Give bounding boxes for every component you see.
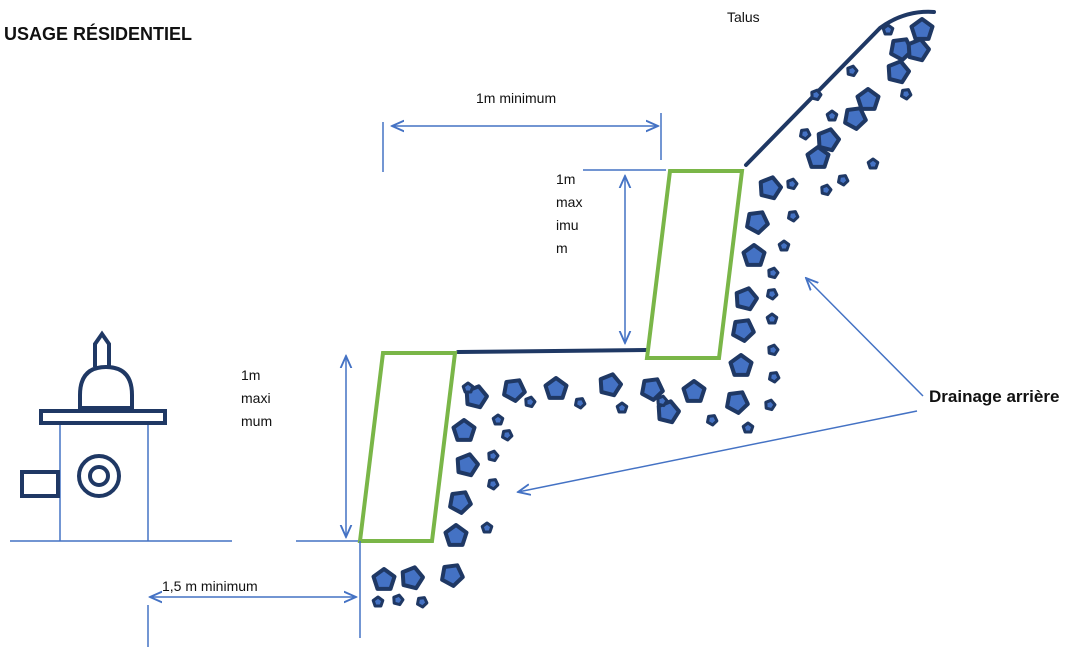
- stone-icon: [825, 109, 839, 122]
- height-lower-label: 1m maxi mum: [241, 367, 272, 429]
- stone-icon: [725, 390, 750, 415]
- stone-icon: [766, 288, 779, 301]
- height-upper-line-1: 1m: [556, 171, 575, 187]
- lower-wall: [357, 351, 458, 543]
- stone-icon: [768, 371, 781, 384]
- stone-icon: [758, 175, 783, 201]
- stone-icon: [734, 286, 759, 312]
- drainage-label: Drainage arrière: [929, 387, 1059, 406]
- stone-icon: [810, 88, 823, 102]
- stone-icon: [786, 177, 799, 191]
- stone-icon: [728, 353, 754, 377]
- stone-icon: [767, 266, 780, 280]
- height-upper-line-2: max: [556, 194, 582, 210]
- stone-icon: [480, 521, 494, 534]
- stone-icon: [491, 413, 505, 426]
- stone-icon: [615, 401, 629, 414]
- stone-icon: [371, 595, 385, 608]
- stone-icon: [451, 418, 477, 442]
- stone-icon: [461, 381, 475, 394]
- stone-icon: [777, 239, 791, 252]
- stone-icon: [448, 490, 473, 515]
- stone-icon: [455, 452, 480, 478]
- slope-line: [744, 9, 936, 167]
- stone-icon: [805, 145, 831, 169]
- page-title: USAGE RÉSIDENTIEL: [4, 23, 192, 44]
- setback-top-label: 1m minimum: [476, 90, 556, 106]
- stone-icon: [909, 17, 935, 41]
- stone-icon: [855, 87, 881, 111]
- stone-icon: [501, 429, 514, 442]
- stone-icon: [886, 59, 911, 85]
- stone-icon: [741, 421, 755, 434]
- stone-icon: [706, 414, 719, 427]
- stone-icon: [543, 376, 569, 400]
- drainage-pointer-upper: [806, 278, 924, 397]
- stone-icon: [656, 394, 669, 408]
- stone-icon: [400, 565, 425, 591]
- stone-icon: [443, 523, 469, 547]
- stone-icon: [843, 106, 868, 131]
- house-icon: [20, 330, 167, 541]
- stone-icon: [487, 478, 500, 491]
- height-upper-line-3: imu: [556, 217, 579, 233]
- height-lower-line-1: 1m: [241, 367, 260, 383]
- drainage-pointer-lower: [518, 410, 918, 492]
- stone-icon: [765, 312, 779, 325]
- upper-wall: [644, 169, 745, 360]
- stone-icon: [524, 395, 537, 409]
- stone-icon: [820, 183, 833, 197]
- stone-icon: [764, 398, 777, 412]
- stone-icon: [846, 64, 859, 78]
- stone-icon: [767, 343, 780, 357]
- stone-icon: [502, 378, 527, 403]
- dimension-lines: [147, 113, 924, 647]
- setback-bottom-label: 1,5 m minimum: [162, 578, 258, 594]
- stone-icon: [640, 377, 665, 402]
- terrace-line: [456, 348, 648, 354]
- stone-icon: [416, 596, 429, 609]
- stone-icon: [392, 593, 405, 607]
- stone-icon: [881, 23, 895, 36]
- drainage-stones: [371, 17, 935, 609]
- retaining-walls: [357, 169, 745, 543]
- stone-icon: [440, 563, 465, 588]
- stone-icon: [371, 567, 397, 591]
- stone-icon: [745, 210, 770, 235]
- stone-icon: [574, 397, 587, 410]
- height-lower-line-2: maxi: [241, 390, 271, 406]
- stone-icon: [900, 88, 913, 101]
- stone-icon: [837, 174, 850, 187]
- stone-icon: [731, 318, 756, 343]
- talus-label: Talus: [727, 9, 760, 25]
- height-lower-line-3: mum: [241, 413, 272, 429]
- height-upper-line-4: m: [556, 240, 568, 256]
- terrain-profile: [456, 9, 936, 354]
- stone-icon: [741, 243, 767, 267]
- stone-icon: [906, 37, 931, 63]
- stone-icon: [799, 128, 812, 141]
- stone-icon: [816, 127, 841, 153]
- stone-icon: [598, 372, 623, 398]
- stone-icon: [487, 449, 500, 463]
- stone-icon: [866, 157, 880, 170]
- stone-icon: [787, 210, 800, 223]
- height-upper-label: 1m max imu m: [556, 171, 582, 256]
- stone-icon: [681, 379, 707, 403]
